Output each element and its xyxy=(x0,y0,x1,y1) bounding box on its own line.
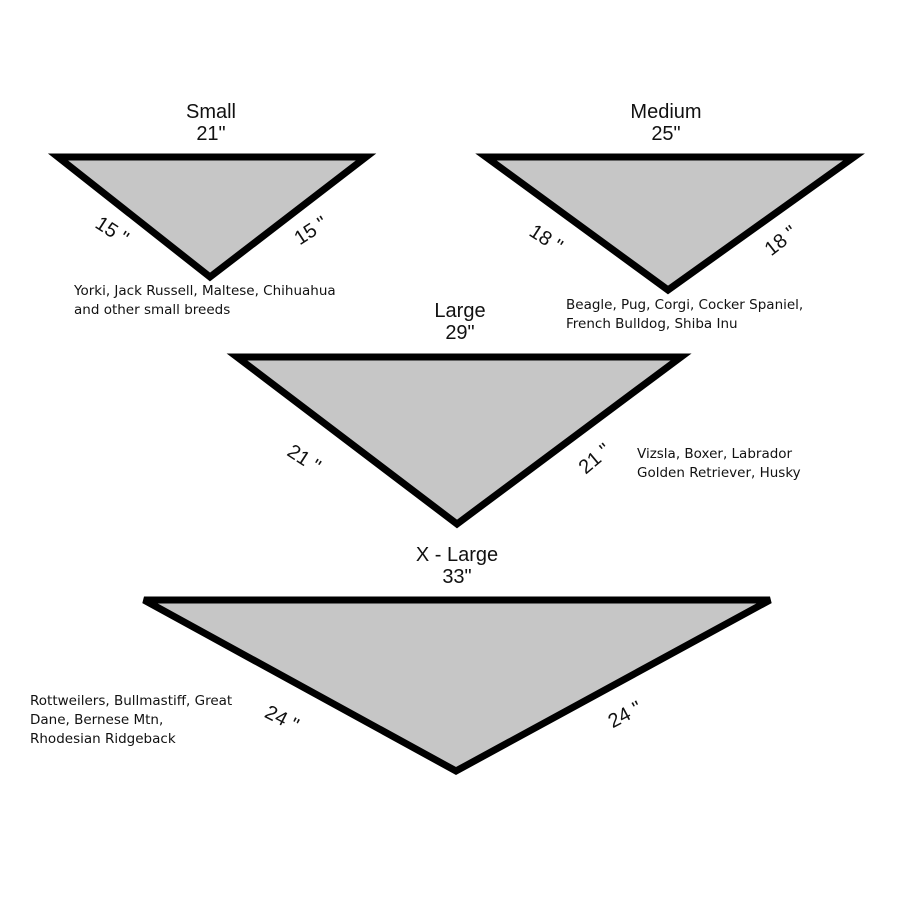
medium-breeds-line-2: French Bulldog, Shiba Inu xyxy=(566,316,738,332)
small-bandana-triangle xyxy=(47,153,377,282)
xlarge-size-name: X - Large xyxy=(415,544,499,566)
small-breeds-line-2: and other small breeds xyxy=(74,302,231,318)
small-size-title: Small 21" xyxy=(161,101,261,145)
medium-size-title: Medium 25" xyxy=(606,101,726,145)
large-breeds: Vizsla, Boxer, Labrador Golden Retriever… xyxy=(637,445,801,483)
xlarge-breeds: Rottweilers, Bullmastiff, Great Dane, Be… xyxy=(30,692,232,749)
small-breeds-line-1: Yorki, Jack Russell, Maltese, Chihuahua xyxy=(74,283,336,299)
large-size-name: Large xyxy=(434,300,486,322)
small-size-width: 21" xyxy=(196,123,226,145)
medium-breeds: Beagle, Pug, Corgi, Cocker Spaniel, Fren… xyxy=(566,296,803,334)
large-size-width: 29" xyxy=(445,322,475,344)
medium-size-name: Medium xyxy=(630,101,702,123)
small-breeds: Yorki, Jack Russell, Maltese, Chihuahua … xyxy=(74,282,336,320)
xlarge-size-title: X - Large 33" xyxy=(397,544,517,588)
large-bandana-triangle xyxy=(226,353,692,529)
large-breeds-line-2: Golden Retriever, Husky xyxy=(637,465,801,481)
medium-size-width: 25" xyxy=(651,123,681,145)
xlarge-breeds-line-3: Rhodesian Ridgeback xyxy=(30,731,176,747)
small-size-name: Small xyxy=(185,101,236,123)
large-size-title: Large 29" xyxy=(410,300,510,344)
medium-breeds-line-1: Beagle, Pug, Corgi, Cocker Spaniel, xyxy=(566,297,804,313)
xlarge-size-width: 33" xyxy=(442,566,472,588)
large-breeds-line-1: Vizsla, Boxer, Labrador xyxy=(637,446,793,462)
medium-bandana-triangle xyxy=(475,153,865,295)
xlarge-breeds-line-2: Dane, Bernese Mtn, xyxy=(30,712,164,728)
xlarge-bandana-triangle xyxy=(142,596,772,775)
xlarge-breeds-line-1: Rottweilers, Bullmastiff, Great xyxy=(30,693,233,709)
